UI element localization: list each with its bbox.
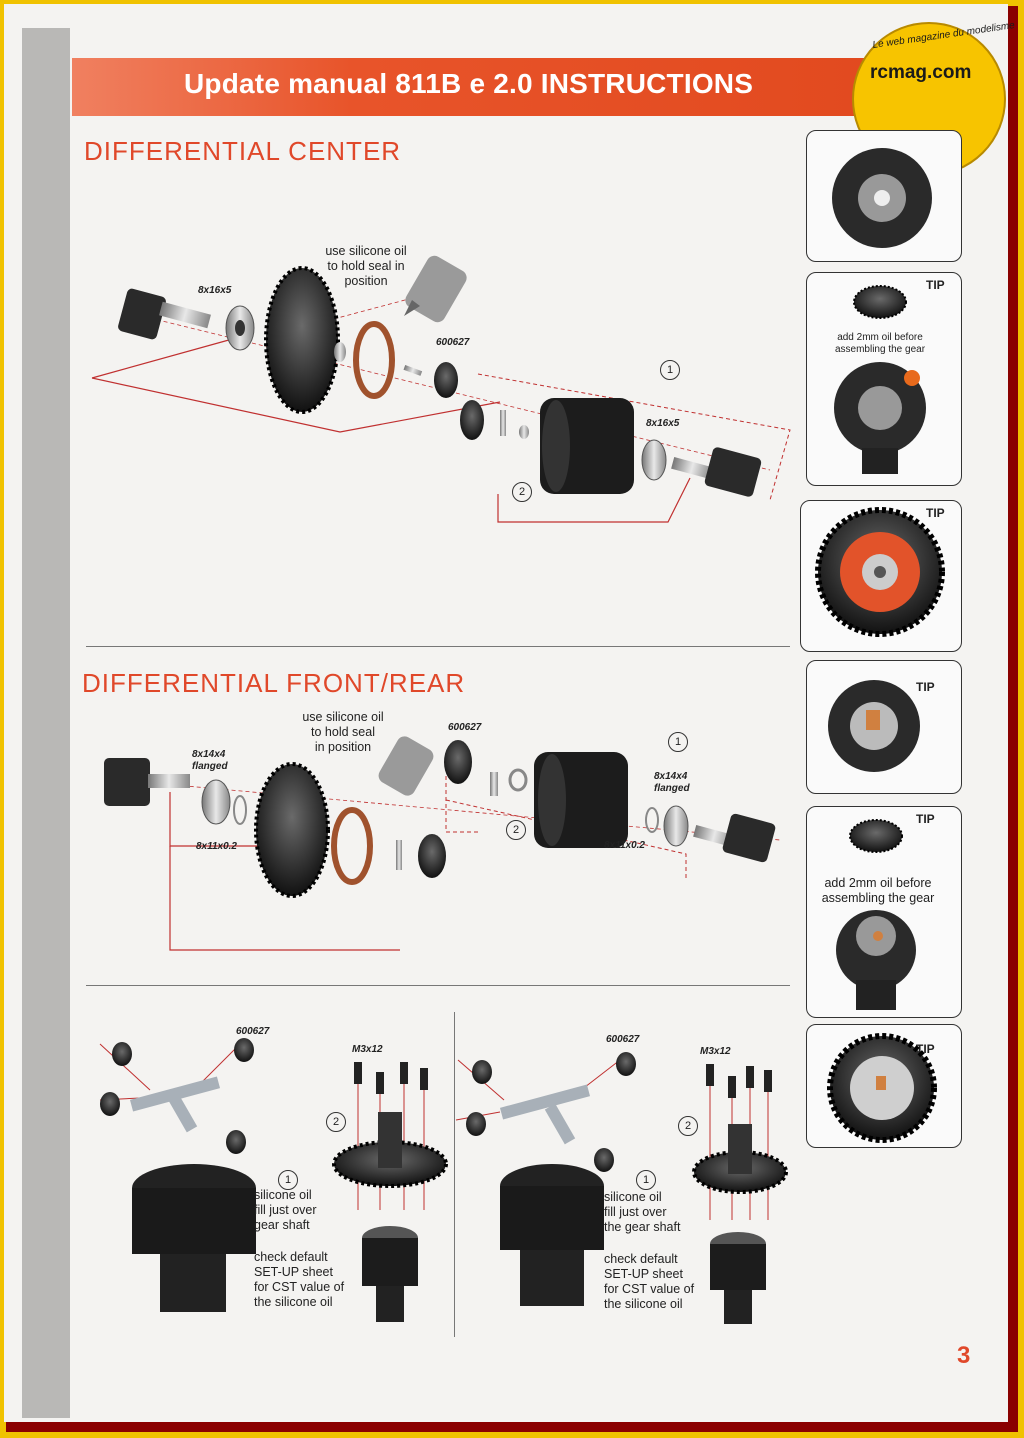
center-diff-drawing [91, 255, 791, 523]
divider [86, 985, 790, 986]
part-code: 600627 [448, 722, 482, 733]
note-line: gear shaft [254, 1218, 310, 1232]
bearing-label: 8x14x4 flanged [654, 771, 690, 795]
tip-images [815, 148, 945, 1143]
note-line: the silicone oil [254, 1295, 333, 1309]
note-line: position [344, 274, 388, 288]
step-number: 1 [668, 732, 688, 752]
note-line: silicone oil [254, 1188, 312, 1202]
tip-note-line: assembling the gear [834, 344, 926, 355]
divider [454, 1012, 455, 1337]
note-line: for CST value of [254, 1280, 345, 1294]
bottom-left-drawing [99, 1038, 448, 1322]
note-line: fill just over [604, 1205, 667, 1219]
step-number: 2 [678, 1116, 698, 1136]
shim-label: 8x11x0.2 [196, 841, 237, 852]
note-line: the gear shaft [604, 1220, 681, 1234]
note-line: silicone oil [604, 1190, 662, 1204]
step-number: 2 [506, 820, 526, 840]
bearing-size: 8x14x4 [192, 749, 226, 760]
note-line: to hold seal [311, 725, 375, 739]
note-line: the silicone oil [604, 1297, 683, 1311]
step-number: 2 [326, 1112, 346, 1132]
page-number: 3 [957, 1342, 971, 1369]
step-number: 1 [636, 1170, 656, 1190]
divider [86, 646, 790, 647]
header-banner [72, 58, 872, 116]
bearing-label: 8x16x5 [646, 418, 680, 429]
section-title-front-rear: DIFFERENTIAL FRONT/REAR [82, 668, 466, 698]
note-line: for CST value of [604, 1282, 695, 1296]
screw-label: M3x12 [352, 1044, 383, 1055]
note-line: SET-UP sheet [254, 1265, 333, 1279]
tip-label: TIP [916, 812, 935, 826]
center-oil-note: use silicone oil to hold seal in positio… [300, 244, 432, 289]
tip-note-line: add 2mm oil before [824, 876, 932, 890]
section-title-center: DIFFERENTIAL CENTER [84, 136, 402, 166]
page-title: Update manual 811B e 2.0 INSTRUCTIONS [184, 68, 754, 99]
tip-note-4: add 2mm oil before assembling the gear [808, 876, 948, 906]
part-code: 600627 [606, 1034, 640, 1045]
note-line: check default [254, 1250, 328, 1264]
shim-label: 8x11x0.2 [604, 840, 645, 851]
tip-label: TIP [926, 278, 945, 292]
tip-note-line: add 2mm oil before [837, 332, 923, 343]
bearing-type: flanged [192, 761, 228, 772]
fill-note: silicone oil fill just over the gear sha… [604, 1190, 714, 1235]
bearing-type: flanged [654, 783, 690, 794]
note-line: SET-UP sheet [604, 1267, 683, 1281]
front-rear-diff-drawing [104, 736, 781, 951]
tip-note-line: assembling the gear [821, 891, 935, 905]
note-line: check default [604, 1252, 678, 1266]
note-line: fill just over [254, 1203, 317, 1217]
front-rear-oil-note: use silicone oil to hold seal in positio… [278, 710, 408, 755]
tip-note-1: add 2mm oil before assembling the gear [820, 332, 940, 356]
check-note: check default SET-UP sheet for CST value… [604, 1252, 724, 1312]
bearing-label: 8x16x5 [198, 285, 232, 296]
part-code: 600627 [236, 1026, 270, 1037]
note-line: use silicone oil [325, 244, 407, 258]
part-code: 600627 [436, 337, 470, 348]
note-line: to hold seal in [327, 259, 405, 273]
bottom-right-drawing [455, 1052, 788, 1324]
step-number: 1 [278, 1170, 298, 1190]
check-note: check default SET-UP sheet for CST value… [254, 1250, 374, 1310]
fill-note: silicone oil fill just over gear shaft [254, 1188, 364, 1233]
screw-label: M3x12 [700, 1046, 731, 1057]
side-bar [22, 28, 70, 1418]
note-line: in position [314, 740, 372, 754]
tip-label: TIP [916, 680, 935, 694]
bearing-label: 8x14x4 flanged [192, 749, 228, 773]
note-line: use silicone oil [302, 710, 384, 724]
logo-text: rcmag.com [870, 62, 972, 83]
step-number: 2 [512, 482, 532, 502]
tip-label: TIP [926, 506, 945, 520]
bearing-size: 8x14x4 [654, 771, 688, 782]
step-number: 1 [660, 360, 680, 380]
